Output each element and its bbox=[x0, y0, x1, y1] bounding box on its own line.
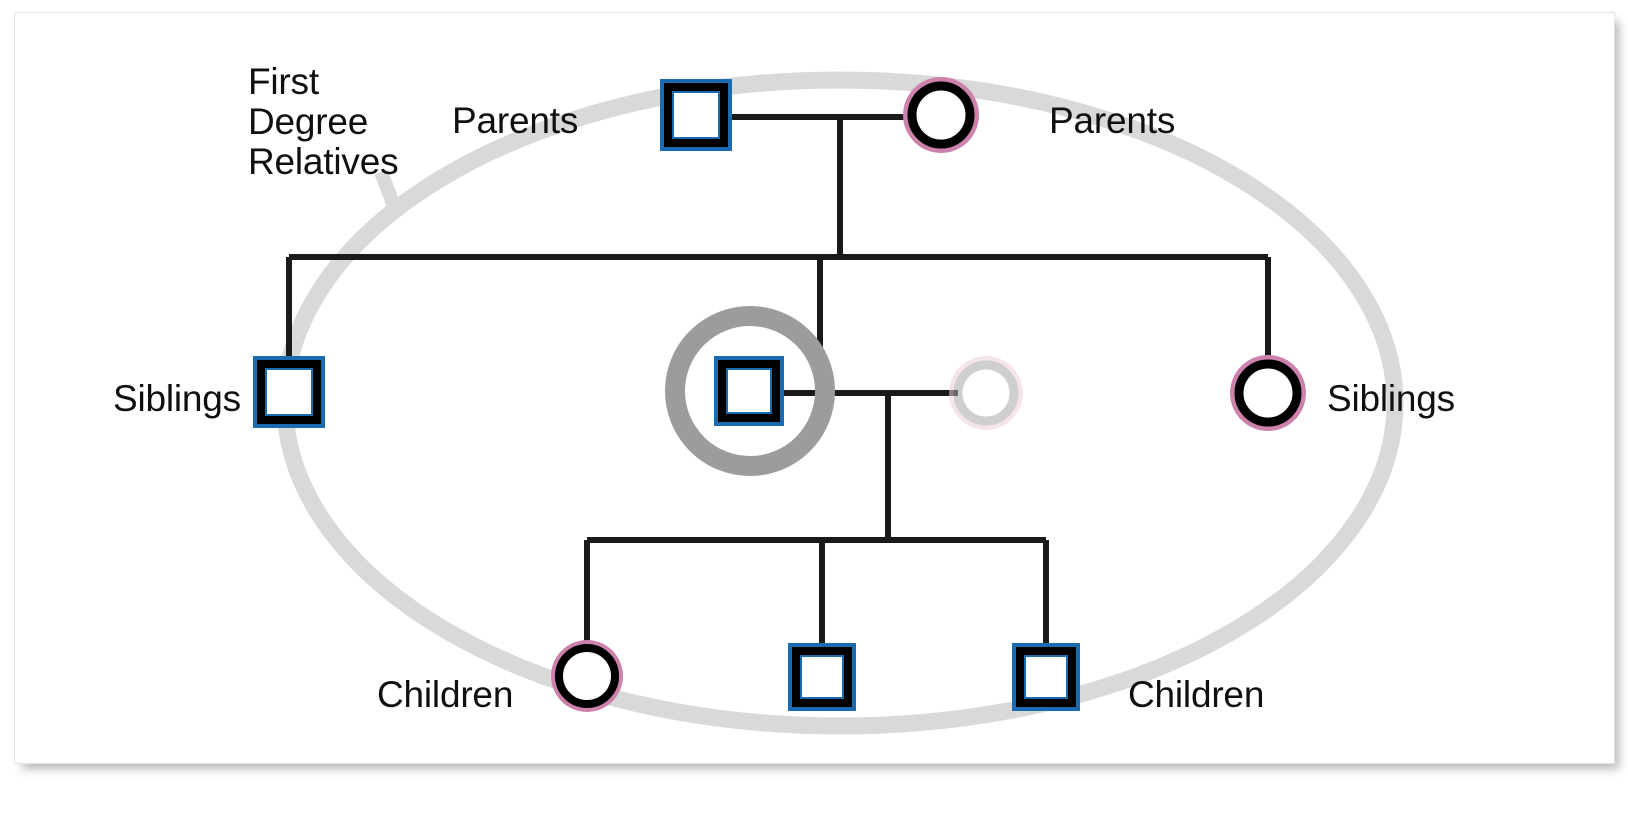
first-degree-relatives-label: First Degree Relatives bbox=[248, 61, 399, 182]
male-symbol-black-outline bbox=[718, 360, 780, 422]
individual-father[interactable] bbox=[660, 79, 732, 151]
parents-label-right: Parents bbox=[1049, 100, 1176, 141]
individual-child-1[interactable] bbox=[551, 640, 623, 712]
siblings-label-left: Siblings bbox=[113, 378, 241, 419]
children-label-right: Children bbox=[1128, 674, 1265, 715]
individual-mother[interactable] bbox=[903, 77, 979, 153]
female-symbol-black-ring bbox=[555, 644, 619, 708]
male-symbol-fill bbox=[802, 657, 842, 697]
male-symbol-black-outline bbox=[1016, 647, 1076, 707]
female-symbol-black-ring bbox=[907, 81, 975, 149]
individual-child-2[interactable] bbox=[788, 643, 856, 711]
male-symbol-fill bbox=[728, 370, 770, 412]
individual-spouse[interactable] bbox=[949, 356, 1023, 430]
parents-label-left: Parents bbox=[452, 100, 579, 141]
male-symbol-black-outline bbox=[792, 647, 852, 707]
individual-child-3[interactable] bbox=[1012, 643, 1080, 711]
siblings-label-right: Siblings bbox=[1327, 378, 1455, 419]
male-symbol-black-outline bbox=[257, 360, 321, 424]
proband-indicator-ring bbox=[665, 306, 835, 476]
children-label-left: Children bbox=[377, 674, 514, 715]
first-degree-pointer-tick bbox=[374, 169, 404, 217]
male-symbol-fill bbox=[1026, 657, 1066, 697]
individual-sibling-right[interactable] bbox=[1230, 355, 1306, 431]
female-symbol-gray-ring-faded bbox=[953, 360, 1019, 426]
individual-proband[interactable] bbox=[665, 306, 835, 476]
male-symbol-black-outline bbox=[664, 83, 728, 147]
female-symbol-black-ring bbox=[1234, 359, 1302, 427]
male-symbol-fill bbox=[267, 370, 311, 414]
individual-sibling-left[interactable] bbox=[253, 356, 325, 428]
male-symbol-fill bbox=[674, 93, 718, 137]
